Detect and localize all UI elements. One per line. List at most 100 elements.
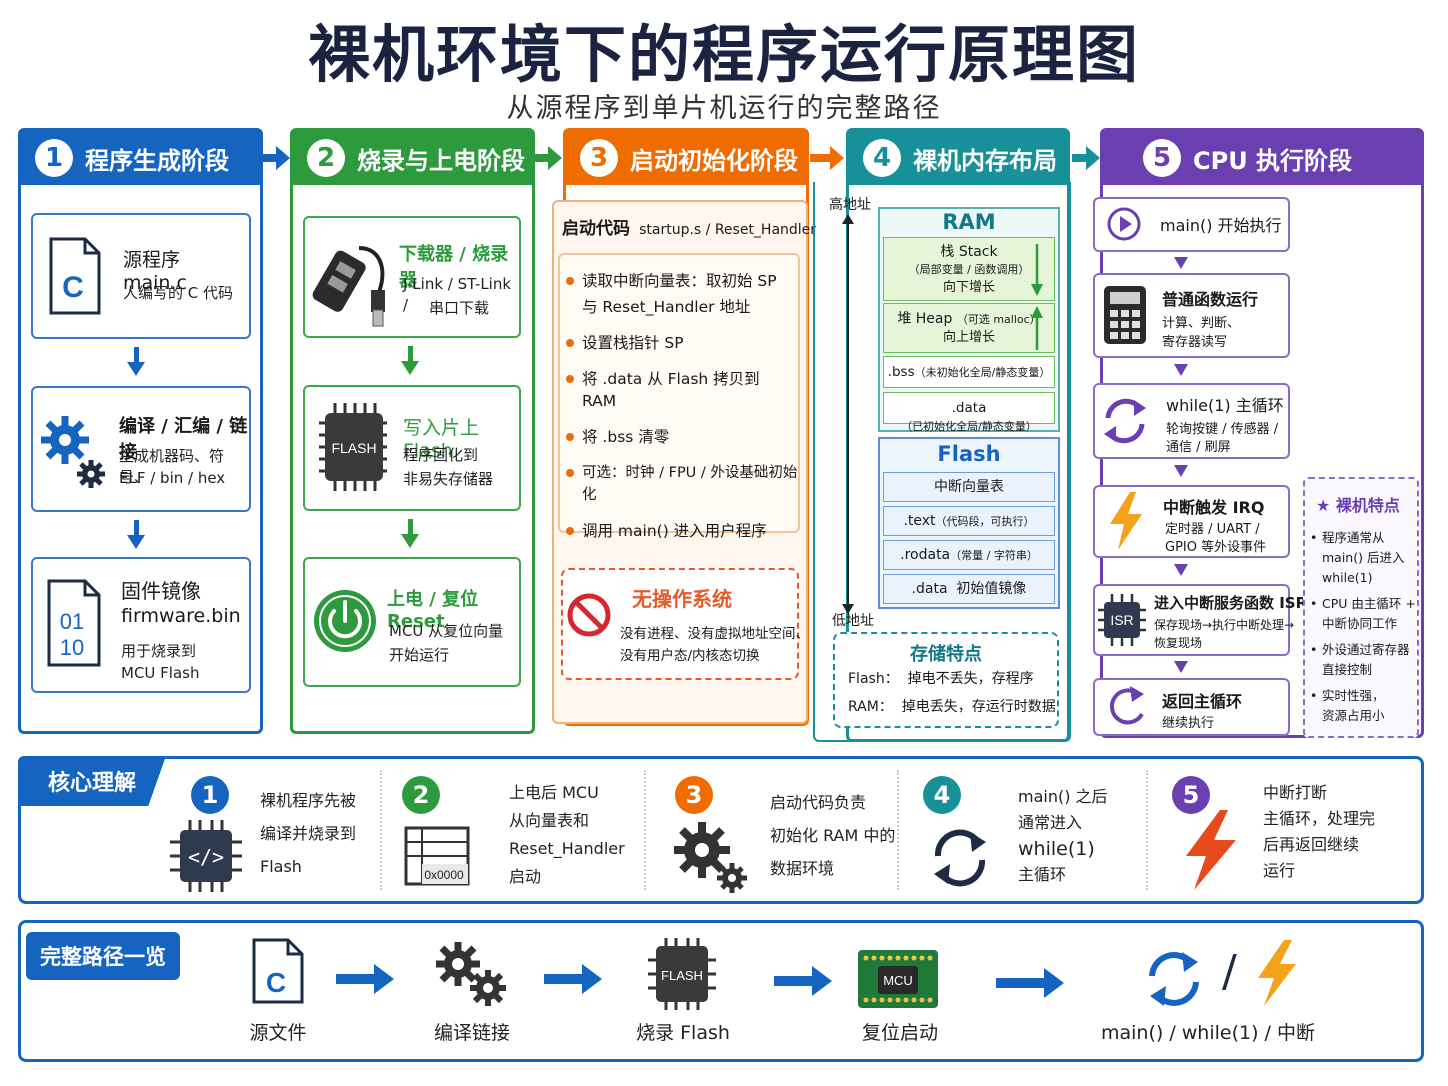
stage3-header: 3 启动初始化阶段 (566, 131, 806, 185)
stage1-arrow-2-stem (134, 520, 139, 538)
stage1-card-firmware-text2: MCU Flash (121, 664, 200, 682)
down-arrow-icon (1031, 244, 1043, 296)
stage5-arrow-3 (1174, 465, 1188, 477)
power-icon (314, 590, 376, 652)
stage2-card-downloader: 下载器 / 烧录器 J-Link / ST-Link / 串口下载 (303, 216, 521, 338)
stage2-card-flash-text2: 非易失存储器 (403, 470, 494, 488)
stage5-arrow-2 (1174, 364, 1188, 376)
c-file-icon: C (252, 938, 304, 1004)
prohibited-icon (567, 593, 611, 637)
stage2-arrow-2-stem (408, 519, 413, 537)
no-os-text2: 没有用户态/内核态切换 (620, 648, 760, 664)
stage1-card-compile-title: 编译 / 汇编 / 链接 (119, 416, 248, 463)
stage3-to-stage4-arrow (810, 146, 844, 170)
path-arrow-2 (544, 964, 602, 994)
stage1-card-compile: 编译 / 汇编 / 链接 生成机器码、符号、 ELF / bin / hex (31, 386, 251, 512)
stage3-number: 3 (580, 139, 618, 177)
feature-item: •CPU 由主循环 +中断协同工作 (1310, 596, 1416, 631)
stage2-header: 2 烧录与上电阶段 (293, 131, 532, 185)
no-os-title: 无操作系统 (632, 587, 732, 611)
up-arrow-icon (1031, 306, 1043, 350)
svg-text:</>: </> (188, 845, 224, 869)
svg-text:0x0000: 0x0000 (424, 868, 464, 882)
lightning-icon (1110, 492, 1142, 550)
stage2-to-stage3-arrow (534, 146, 562, 170)
core-item-3-text: 启动代码负责初始化 RAM 中的数据环境 (770, 793, 896, 878)
loop-icon (1104, 398, 1146, 444)
stage1-card-firmware-text1: 用于烧录到 (121, 642, 197, 660)
ram-heap-line: 堆 Heap （可选 malloc） (897, 311, 1041, 327)
stage1-header: 1 程序生成阶段 (21, 131, 260, 185)
startup-step-5: 可选：时钟 / FPU / 外设基础初始化 (566, 462, 798, 506)
stage5-step-irq-text2: GPIO 等外设事件 (1165, 540, 1267, 555)
stage5-step-isr-text2: 恢复现场 (1154, 636, 1203, 650)
flash-vector-table: 中断向量表 (883, 472, 1055, 502)
stage4-outer (813, 182, 1071, 742)
path-step-4-label: 复位启动 (861, 1022, 938, 1044)
no-os-text1: 没有进程、没有虚拟地址空间、 (620, 626, 809, 642)
startup-step-2: 设置栈指针 SP (566, 332, 798, 354)
stage1-card-source-title: 源程序 main.c (123, 249, 187, 294)
stage4-title: 裸机内存布局 (913, 146, 1057, 175)
core-label: 核心理解 (18, 756, 166, 806)
lightning-icon (1186, 810, 1236, 890)
features-header: ★ 裸机特点 (1316, 492, 1400, 516)
flash-chip-icon: FLASH (319, 403, 387, 491)
core-item-5-number: 5 (1172, 776, 1210, 814)
startup-step-6: 调用 main() 进入用户程序 (566, 520, 798, 542)
startup-header: 启动代码 startup.s / Reset_Handler (562, 214, 816, 239)
stage5-step-while-title: while(1) 主循环 (1166, 396, 1284, 415)
low-address-label: 低地址 (832, 613, 874, 629)
page-subtitle: 从源程序到单片机运行的完整路径 (506, 93, 942, 124)
svg-text:10: 10 (60, 635, 84, 660)
stage2-card-downloader-title: 下载器 / 烧录器 (399, 244, 509, 291)
stage1-card-source-text: 人编写的 C 代码 (123, 284, 234, 302)
stage1-title: 程序生成阶段 (85, 146, 229, 175)
flash-rodata: .rodata（常量 / 字符串） (883, 540, 1055, 570)
stage1-card-firmware-title2: firmware.bin (121, 605, 241, 627)
core-separator (380, 770, 382, 890)
stage2-card-reset-title: 上电 / 复位 Reset (387, 589, 479, 632)
stage5-arrow-1 (1174, 257, 1188, 269)
stage2-card-reset-text1: MCU 从复位向量 (389, 622, 504, 640)
address-axis (842, 214, 854, 614)
stage2-card-downloader-text2: 串口下载 (429, 299, 490, 317)
stage4-number: 4 (863, 139, 901, 177)
ram-stack-dir: 向下增长 (942, 280, 995, 295)
ram-heap-dir: 向上增长 (942, 330, 995, 345)
gears-icon (41, 416, 105, 488)
stage2-arrow-2-head (401, 534, 419, 548)
stage5-step-main-title: main() 开始执行 (1160, 216, 1282, 235)
svg-text:ISR: ISR (1110, 612, 1133, 628)
svg-text:MCU: MCU (883, 973, 913, 988)
stage1-arrow-2-head (127, 535, 145, 549)
stage2-card-reset-text2: 开始运行 (389, 646, 450, 664)
stage5-header: 5 CPU 执行阶段 (1103, 131, 1421, 185)
storage-title: 存储特点 (910, 644, 982, 665)
core-item-2-number: 2 (402, 776, 440, 814)
startup-title: 启动代码 (562, 219, 630, 239)
stage5-step-isr-title: 进入中断服务函数 ISR (1154, 594, 1308, 612)
stage1-card-compile-text1: 生成机器码、符号、 (119, 447, 225, 486)
usb-downloader-icon (312, 246, 385, 327)
stage2-card-flash-text1: 程序固化到 (403, 446, 479, 464)
stage5-step-functions-text1: 计算、判断、 (1162, 316, 1241, 331)
path-label-text: 完整路径一览 (40, 945, 166, 969)
calculator-icon (1104, 286, 1146, 344)
gears-icon (436, 942, 506, 1006)
stage5-step-isr-text1: 保存现场→执行中断处理→ (1154, 618, 1295, 632)
stage5-number: 5 (1143, 139, 1181, 177)
startup-step-4: 将 .bss 清零 (566, 426, 798, 448)
core-item-5-text: 中断打断主循环，处理完后再返回继续运行 (1263, 783, 1376, 880)
stage1-card-compile-text2: ELF / bin / hex (119, 469, 226, 487)
stage2-arrow-1-stem (408, 346, 413, 364)
stage2-title: 烧录与上电阶段 (357, 146, 525, 175)
stage1-number: 1 (35, 139, 73, 177)
flash-text: .text（代码段，可执行） (883, 506, 1055, 536)
gears-icon (674, 822, 747, 893)
features-box (1303, 477, 1419, 738)
return-loop-icon (1109, 686, 1144, 725)
